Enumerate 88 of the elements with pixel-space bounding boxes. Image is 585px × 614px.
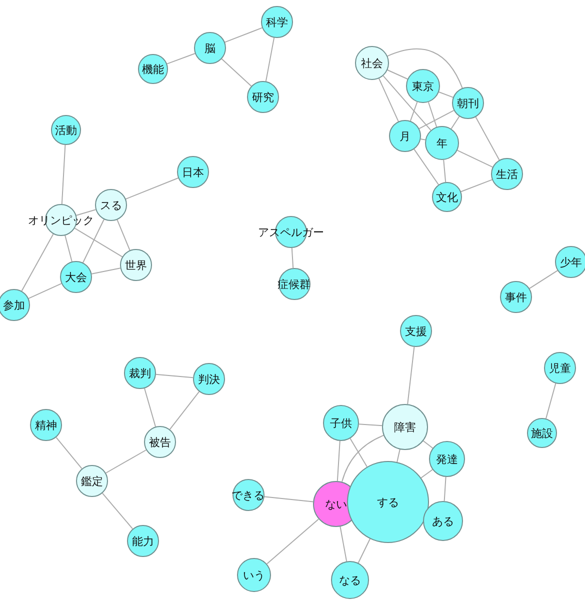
edge-line [460,179,493,192]
edge-line [428,102,438,128]
edge-line [475,116,500,160]
node-label: 事件 [505,292,527,302]
node-label: 月 [400,130,410,142]
node-label: できる [232,490,264,500]
edge-line [28,283,62,299]
node-label: 世界 [125,260,147,270]
edge-line [336,440,340,482]
edge-line [358,424,382,426]
edge-line [105,450,147,474]
edge-line [410,102,418,122]
edge-line [358,538,370,564]
node-label: 社会 [361,58,383,68]
edge-line [387,48,463,88]
edge-line [64,235,72,262]
edge-line [438,92,454,98]
edge-line [224,27,263,43]
edge-line [166,53,196,64]
node-label: 判決 [198,374,220,384]
edge-line [21,234,54,292]
node-label: ある [432,516,454,526]
node-label: 児童 [549,362,571,374]
node-label: 文化 [436,192,458,202]
node-label: ない [325,498,347,510]
edge-line [102,492,134,530]
node-label: 脳 [204,42,216,54]
node-label: 少年 [560,256,582,268]
node-label: 鑑定 [81,476,103,486]
edge-line [456,150,494,168]
node-label: なる [339,574,361,586]
node-label: 機能 [142,64,164,74]
edge-line [76,209,96,216]
node-label: 裁判 [129,368,151,378]
node-label: 子供 [330,418,352,428]
edge-line [444,476,446,502]
edge-line [378,78,399,122]
node-label: 科学 [266,16,288,28]
edge-line [291,248,294,268]
node-label: 被告 [149,436,171,448]
node-label: 能力 [132,536,154,546]
node-label: 障害 [394,422,416,432]
edge-line [396,448,400,463]
edge-line [414,148,439,186]
node-label: いう [243,570,265,580]
node-label: 大会 [65,272,87,282]
node-label: 東京 [412,80,434,92]
node-label: 参加 [3,300,25,310]
edge-line [546,382,556,419]
edge-line [56,436,82,470]
edge-line [91,268,121,274]
edge-line [82,218,104,264]
node-label: 支援 [405,326,427,336]
edge-line [382,75,432,131]
edge-line [265,37,275,82]
edge-line [342,434,384,482]
edge-line [61,144,66,204]
edge-line [263,496,314,502]
edge-line [116,219,130,251]
edge-line [420,469,433,479]
node-label: 症候群 [278,278,310,290]
edge-line [169,391,200,430]
edge-line [350,438,368,468]
edge-line [340,526,348,562]
edge-line [418,110,454,130]
edge-line [155,374,194,378]
edge-line [266,518,320,564]
edge-line [74,228,123,258]
node-label: 生活 [496,168,518,180]
node-label: する [377,496,399,508]
node-label: 精神 [35,420,57,430]
node-label: 朝刊 [457,98,479,108]
node-label: 日本 [182,166,204,178]
edge-line [443,159,446,183]
edge-line [221,58,252,87]
node-label: スる [100,200,122,210]
node-label: 施設 [531,428,553,438]
edge-line [144,388,156,428]
node-label: 活動 [55,124,77,136]
edge-line [529,270,558,289]
edge-line [450,116,460,130]
node-label: 発達 [436,454,458,464]
edge-line [125,178,179,200]
node-label: 年 [436,138,448,148]
edge-line [387,70,408,80]
edge-line [422,440,434,449]
node-label: 研究 [252,92,274,102]
edge-line [407,346,415,405]
